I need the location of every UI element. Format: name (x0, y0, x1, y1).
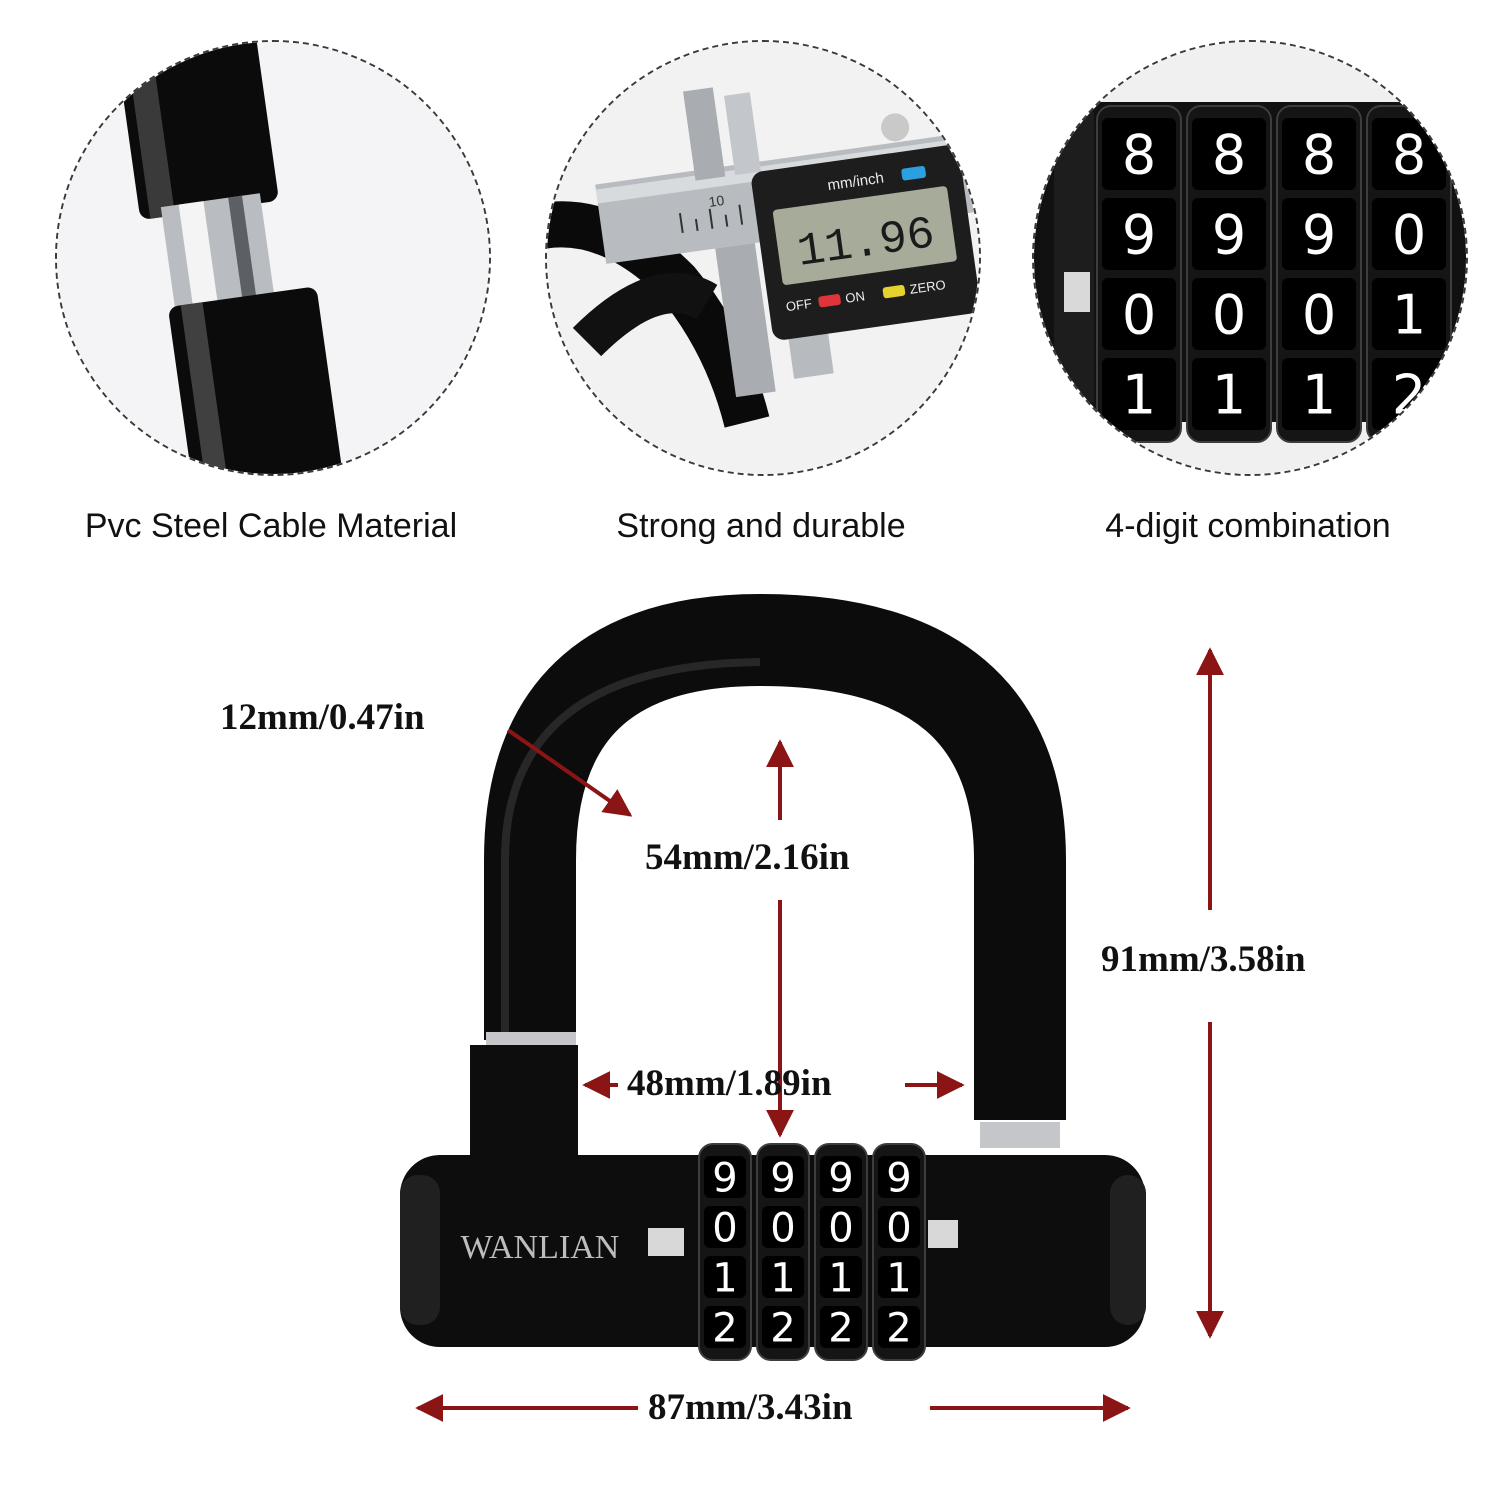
dial-digit-cell (820, 1306, 862, 1348)
dial-digit: 2 (886, 1305, 911, 1351)
dial-digit: 0 (1122, 283, 1156, 346)
dial-digit-cell (878, 1306, 920, 1348)
brand-logo: WANLIAN (461, 1229, 620, 1266)
dial-digit: 9 (1122, 203, 1156, 266)
dial-digit-cell (1192, 118, 1266, 190)
dial-digit-cell (820, 1156, 862, 1198)
cable-material-photo (55, 40, 491, 476)
total-width-label: 87mm/3.43in (648, 1387, 853, 1428)
dial-digit: 8 (1122, 123, 1156, 186)
dial-digit-cell (762, 1156, 804, 1198)
dial-digit: 0 (1302, 283, 1336, 346)
dial-digit: 0 (712, 1205, 737, 1251)
right-collar (980, 1122, 1060, 1148)
dial-digit-cell (704, 1206, 746, 1248)
left-collar (486, 1032, 576, 1048)
dial-digit-cell (1282, 278, 1356, 350)
dial-digit: 9 (828, 1155, 853, 1201)
dial-digit: 0 (886, 1205, 911, 1251)
caption-strong-durable: Strong and durable (616, 507, 906, 545)
dial-digit: 8 (1302, 123, 1336, 186)
dial-digit: 1 (1212, 363, 1246, 426)
dial-digit: 1 (828, 1255, 853, 1301)
dial-digit-cell (704, 1156, 746, 1198)
caliper-on-label: ON (844, 288, 865, 306)
dial-digit-cell (762, 1306, 804, 1348)
dial-digit-cell (1102, 278, 1176, 350)
dial-digit-cell (1192, 278, 1266, 350)
shackle (484, 593, 1066, 1120)
dial-digit-cell (704, 1306, 746, 1348)
dial-digit-cell (1192, 358, 1266, 430)
dial-digit-cell (1372, 358, 1446, 430)
dial-digit: 1 (770, 1255, 795, 1301)
dial-digit-cell (1102, 358, 1176, 430)
caliper-measurement-photo: 10 11.96 mm/inch OFF ON ZERO (545, 40, 981, 476)
caliper-scale-mark: 10 (708, 192, 726, 210)
dial-digit: 9 (886, 1155, 911, 1201)
caliper-zero-label: ZERO (909, 277, 947, 297)
dial-digit-cell (820, 1256, 862, 1298)
dial-digit-cell (820, 1206, 862, 1248)
dial-digit-cell (1282, 198, 1356, 270)
inner-height-label: 54mm/2.16in (645, 837, 850, 878)
dial-digit-cell (1372, 278, 1446, 350)
dial-digit: 1 (1122, 363, 1156, 426)
dial-digit: 1 (712, 1255, 737, 1301)
dial-digit-cell (1372, 118, 1446, 190)
dial-digit-cell (878, 1206, 920, 1248)
dial-digit: 0 (1392, 203, 1426, 266)
shackle-thickness-label: 12mm/0.47in (220, 697, 425, 738)
dial-digit-cell (1282, 118, 1356, 190)
dial-digit-cell (878, 1156, 920, 1198)
dial-digit: 2 (1392, 363, 1426, 426)
total-height-label: 91mm/3.58in (1101, 939, 1306, 980)
dial-digit: 9 (712, 1155, 737, 1201)
caliper-off-label: OFF (785, 296, 813, 314)
dial-digit-cell (1102, 118, 1176, 190)
dial-digit: 1 (886, 1255, 911, 1301)
dial-digit-cell (1192, 198, 1266, 270)
caption-cable-material: Pvc Steel Cable Material (84, 507, 458, 545)
dial-digit-cell (704, 1256, 746, 1298)
dial-digit: 2 (828, 1305, 853, 1351)
dial-digit-cell (762, 1256, 804, 1298)
dial-digit-cell (1102, 198, 1176, 270)
dial-digit: 9 (1212, 203, 1246, 266)
dial-digit: 1 (1392, 283, 1426, 346)
dial-digit-cell (1282, 358, 1356, 430)
dial-digit: 9 (770, 1155, 795, 1201)
thickness-arrow (506, 728, 633, 817)
dial-digit: 2 (770, 1305, 795, 1351)
dial-digit: 8 (1212, 123, 1246, 186)
dial-digit: 8 (1392, 123, 1426, 186)
dial-digit: 9 (1302, 203, 1336, 266)
dial-digit: 0 (1212, 283, 1246, 346)
dial-digit-cell (878, 1256, 920, 1298)
dial-digit: 0 (828, 1205, 853, 1251)
dial-digit-cell (1372, 198, 1446, 270)
inner-width-label: 48mm/1.89in (627, 1063, 832, 1104)
caption-four-digit: 4-digit combination (1105, 507, 1391, 545)
dial-digit-cell (762, 1206, 804, 1248)
dial-digit: 1 (1302, 363, 1336, 426)
dial-digit: 0 (770, 1205, 795, 1251)
dial-digit: 2 (712, 1305, 737, 1351)
